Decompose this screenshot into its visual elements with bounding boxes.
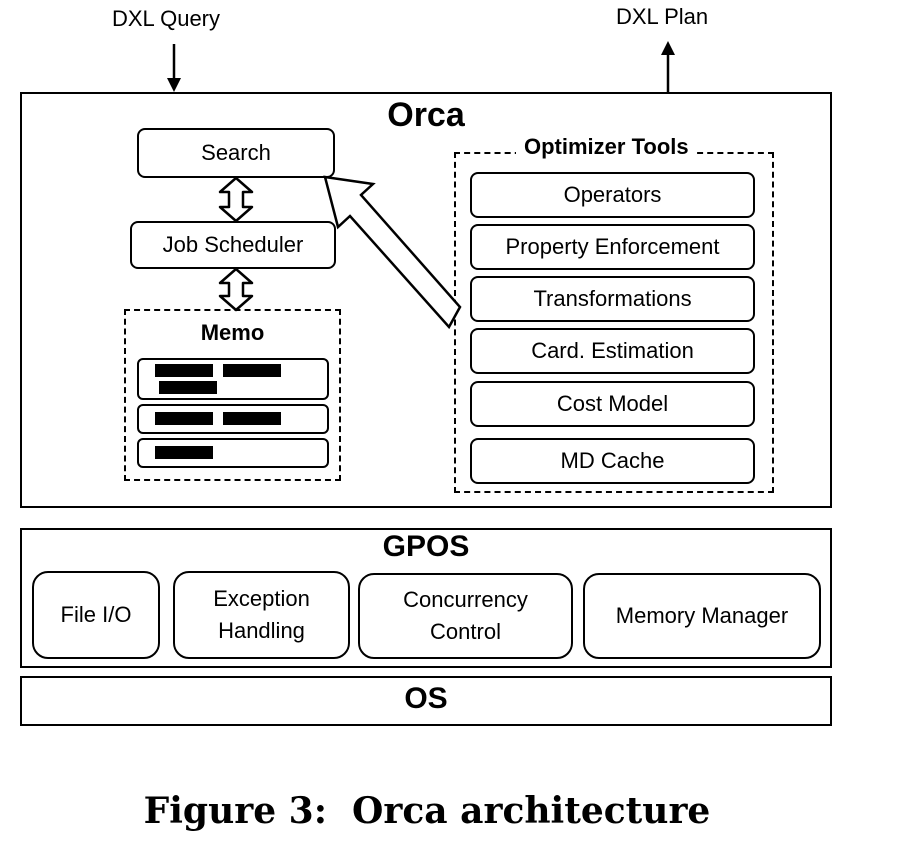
gpos-file-io-label: File I/O bbox=[60, 602, 132, 627]
job-scheduler-box: Job Scheduler bbox=[130, 221, 336, 269]
memo-group-expression bbox=[155, 446, 213, 459]
optimizer-tool-label: Cost Model bbox=[556, 391, 669, 416]
orca-title: Orca bbox=[387, 96, 465, 134]
gpos-file-io: File I/O bbox=[32, 571, 160, 659]
optimizer-tool-label: MD Cache bbox=[560, 448, 665, 473]
gpos-title: GPOS bbox=[382, 530, 470, 563]
memo-group-expression bbox=[223, 364, 281, 377]
memo-group-expression bbox=[155, 364, 213, 377]
memo-group-expression bbox=[155, 412, 213, 425]
dxl-query-arrow bbox=[167, 44, 181, 92]
memo-group-expression bbox=[159, 381, 217, 394]
dxl-plan-arrow bbox=[661, 41, 675, 92]
optimizer-tool-transformations: Transformations bbox=[470, 276, 755, 322]
optimizer-tool-cost-model: Cost Model bbox=[470, 381, 755, 427]
search-label: Search bbox=[201, 140, 271, 165]
dxl-query-label: DXL Query bbox=[112, 6, 221, 31]
gpos-memory-manager: Memory Manager bbox=[583, 573, 821, 659]
gpos-concurrency-control-label-line1: Concurrency bbox=[403, 587, 528, 612]
memo-group bbox=[124, 309, 341, 481]
optimizer-tool-label: Property Enforcement bbox=[505, 234, 720, 259]
gpos-concurrency-control-label-line2: Control bbox=[430, 619, 501, 644]
optimizer-tool-operators: Operators bbox=[470, 172, 755, 218]
gpos-exception-handling: Exception Handling bbox=[173, 571, 350, 659]
dxl-plan-label: DXL Plan bbox=[616, 4, 709, 29]
gpos-memory-manager-label: Memory Manager bbox=[615, 603, 789, 628]
memo-group-expression bbox=[223, 412, 281, 425]
search-box: Search bbox=[137, 128, 335, 178]
scheduler-memo-double-arrow bbox=[218, 267, 254, 312]
optimizer-tools-title: Optimizer Tools bbox=[516, 134, 697, 160]
optimizer-tool-label: Card. Estimation bbox=[531, 338, 694, 363]
gpos-exception-handling-label-line1: Exception bbox=[213, 586, 310, 611]
optimizer-tool-property-enforcement: Property Enforcement bbox=[470, 224, 755, 270]
gpos-concurrency-control: Concurrency Control bbox=[358, 573, 573, 659]
memo-group-row bbox=[137, 358, 329, 400]
memo-group-row bbox=[137, 438, 329, 468]
optimizer-tool-label: Transformations bbox=[533, 286, 692, 311]
orca-box bbox=[20, 92, 832, 508]
optimizer-tool-label: Operators bbox=[563, 182, 662, 207]
optimizer-tool-card-estimation: Card. Estimation bbox=[470, 328, 755, 374]
os-box bbox=[20, 676, 832, 726]
optimizer-to-search-arrow bbox=[323, 175, 462, 330]
search-scheduler-double-arrow bbox=[218, 176, 254, 223]
memo-title: Memo bbox=[200, 320, 265, 345]
gpos-box bbox=[20, 528, 832, 668]
gpos-exception-handling-label-line2: Handling bbox=[218, 618, 305, 643]
memo-group-row bbox=[137, 404, 329, 434]
optimizer-tool-md-cache: MD Cache bbox=[470, 438, 755, 484]
os-title: OS bbox=[404, 682, 448, 715]
job-scheduler-label: Job Scheduler bbox=[162, 232, 304, 257]
figure-caption: Figure 3: Orca architecture bbox=[143, 790, 711, 832]
